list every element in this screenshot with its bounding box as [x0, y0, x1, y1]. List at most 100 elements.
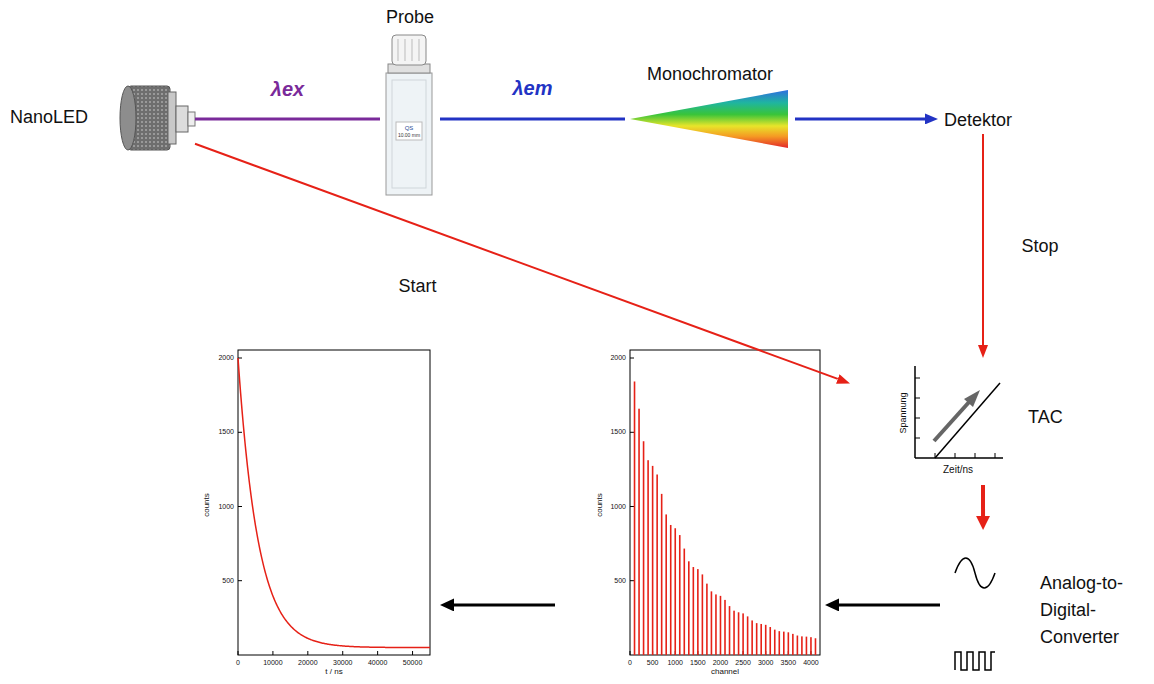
tick-label: 2500	[735, 659, 751, 667]
histogram-bar	[702, 574, 704, 655]
histogram-bar	[756, 623, 758, 655]
ramp-arrowhead	[964, 390, 980, 407]
decay-chart: counts t / ns	[195, 355, 440, 680]
tick-mark	[238, 432, 242, 433]
data-flow-arrow	[454, 603, 555, 606]
tick-label: 40000	[368, 659, 387, 667]
detector: Detektor	[938, 108, 1025, 134]
tick-label: 4000	[803, 659, 819, 667]
histogram-bar	[751, 620, 753, 655]
histogram-bar	[788, 632, 790, 655]
tick-label: 20000	[298, 659, 317, 667]
histogram-bar	[778, 631, 780, 655]
cuvette-sticker	[396, 122, 422, 140]
tac-plot	[915, 366, 1003, 458]
edge-label: λem	[510, 77, 554, 100]
tick-label: 1500	[690, 659, 706, 667]
histogram-bar	[729, 606, 731, 655]
histogram-bar	[697, 569, 699, 655]
cuvette-body	[386, 73, 432, 195]
histogram-bar	[638, 409, 640, 655]
histogram-bar	[665, 514, 667, 655]
tick-label: 50000	[403, 659, 422, 667]
led-tip	[188, 112, 195, 126]
tick-mark	[307, 651, 308, 655]
histogram-bar	[711, 591, 713, 655]
tick-label: 1500	[218, 428, 234, 436]
light-source: NanoLED	[5, 80, 195, 155]
cuvette-window	[392, 80, 426, 188]
component-name: NanoLED	[10, 107, 88, 128]
histogram-bar	[810, 637, 812, 655]
axis-title: Zeit/ns	[943, 464, 973, 476]
histogram-bar	[774, 630, 776, 655]
tac-tick	[915, 418, 920, 419]
sine-symbol	[955, 558, 995, 588]
histogram-bar	[724, 600, 726, 655]
tick-label: 500	[614, 577, 626, 585]
histogram-chart: counts channel	[555, 355, 825, 680]
cap-rib	[405, 39, 406, 61]
tac-tick	[955, 453, 956, 458]
sample-cuvette: Probe	[380, 4, 440, 200]
histogram-bar	[688, 561, 690, 655]
start-signal	[195, 144, 838, 379]
cap-rib	[419, 39, 420, 61]
histogram-bar	[769, 627, 771, 655]
histogram-bar	[792, 634, 794, 655]
tick-mark	[412, 651, 413, 655]
tick-mark	[630, 506, 634, 507]
prism	[630, 90, 788, 148]
tick-mark	[630, 651, 631, 655]
cuvette-marking: 10.00 mm	[398, 133, 420, 139]
tac-tick	[975, 453, 976, 458]
tac-tick	[915, 398, 920, 399]
led-back	[120, 86, 136, 150]
tac-tick	[995, 453, 996, 458]
axis-title: counts	[202, 493, 211, 517]
axis-title: t / ns	[325, 667, 342, 676]
histogram-bar	[643, 441, 645, 655]
cap-rib	[398, 39, 399, 61]
tick-label: 2000	[713, 659, 729, 667]
edge-label: Stop	[1019, 236, 1060, 257]
histogram-bar	[683, 549, 685, 655]
histogram-bar	[738, 612, 740, 655]
tick-label: 30000	[333, 659, 352, 667]
excitation-beam	[195, 118, 380, 121]
tick-label: 3000	[758, 659, 774, 667]
emission-beam	[440, 118, 625, 121]
axis-title: Spannung	[898, 392, 908, 433]
histogram-bar	[647, 460, 649, 655]
tick-label: 1000	[610, 503, 626, 511]
histogram-bar	[806, 637, 808, 655]
led-ring	[168, 92, 176, 144]
axis-title: channel	[711, 667, 739, 676]
tac-tick	[915, 438, 920, 439]
adc-unit: Analog-to- Digital- Converter	[940, 530, 1148, 680]
tick-label: 500	[647, 659, 659, 667]
stop-signal	[982, 134, 984, 345]
histogram-bar	[656, 474, 658, 655]
histogram-bar	[815, 638, 817, 655]
tick-label: 1500	[610, 428, 626, 436]
tick-label: 10000	[263, 659, 282, 667]
tick-label: 0	[628, 659, 632, 667]
emission-arrow	[795, 117, 925, 120]
histogram-bar	[742, 613, 744, 655]
histogram-bar	[706, 584, 708, 655]
cuvette-cap	[392, 35, 426, 65]
axis-title: counts	[595, 493, 604, 517]
monochromator-prism: Monochromator	[625, 58, 795, 158]
cap-rib	[412, 39, 413, 61]
decay-frame	[238, 350, 430, 655]
tick-label: 1000	[218, 503, 234, 511]
tac-x-axis	[915, 457, 1003, 459]
tick-label: 0	[236, 659, 240, 667]
histogram-frame	[630, 350, 820, 655]
tick-label: 1000	[667, 659, 683, 667]
led-nose	[176, 106, 188, 132]
